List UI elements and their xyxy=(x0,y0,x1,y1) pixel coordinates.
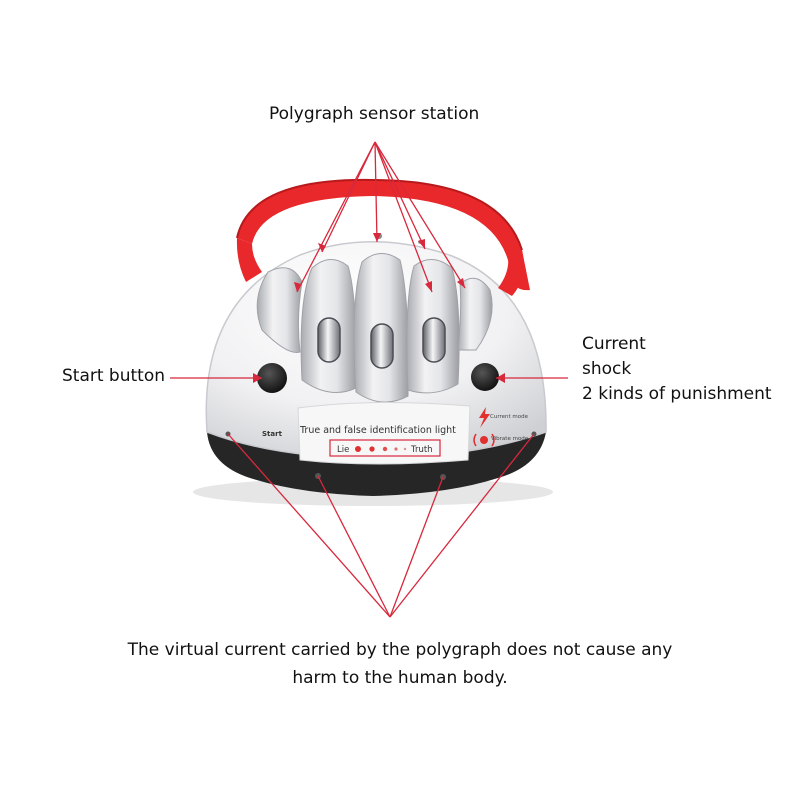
start-push-button xyxy=(257,363,287,393)
vibrate-icon xyxy=(473,433,495,447)
panel-title: True and false identification light xyxy=(299,425,456,436)
truth-label: Truth xyxy=(410,445,433,455)
mode-push-button xyxy=(471,363,499,391)
callout-arrowheads xyxy=(253,233,505,383)
red-strap xyxy=(237,179,530,291)
device-start-text: Start xyxy=(262,430,283,438)
disclaimer-line1: The virtual current carried by the polyg… xyxy=(127,640,673,660)
disclaimer-line2: harm to the human body. xyxy=(292,668,508,688)
metal-electrodes xyxy=(317,317,446,369)
lie-label: Lie xyxy=(337,445,349,455)
mode-current-text: Current mode xyxy=(490,414,529,420)
indicator-frame xyxy=(329,439,441,457)
sensor-station-label: Polygraph sensor station xyxy=(269,104,480,124)
start-button-label: Start button xyxy=(62,366,166,386)
current-label-line3: 2 kinds of punishment xyxy=(582,384,772,404)
strap-left-end xyxy=(236,238,262,282)
lightning-bolt-icon xyxy=(479,407,490,428)
front-panel xyxy=(297,401,471,465)
current-label-line2: shock xyxy=(582,359,632,379)
mode-vibrate-text: Vibrate mode xyxy=(491,436,529,442)
indicator-lights xyxy=(355,446,407,452)
current-label-line1: Current xyxy=(582,334,646,354)
callout-lines xyxy=(170,141,568,618)
strap-right-end xyxy=(498,250,524,296)
